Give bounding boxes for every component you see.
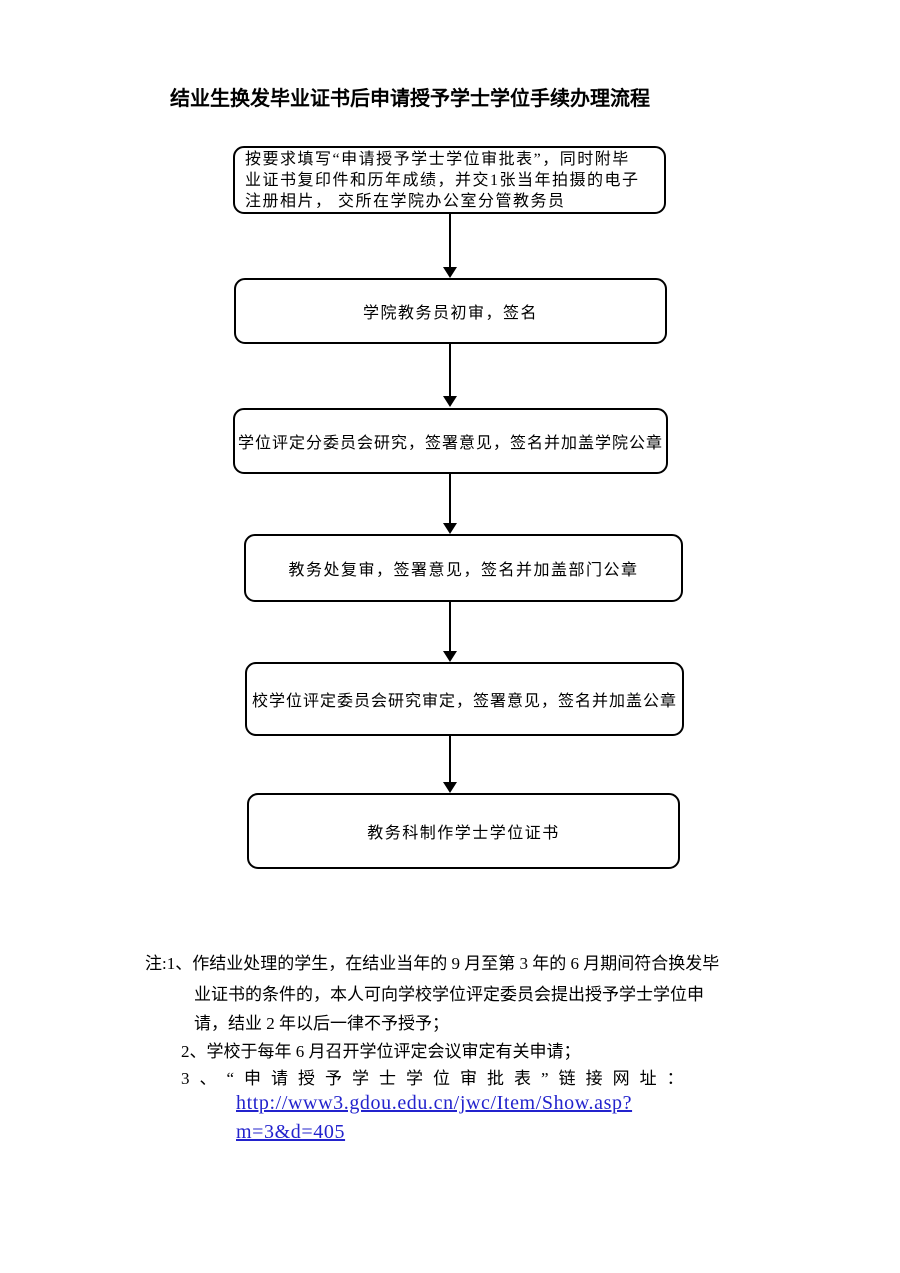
flow-step-college-staff-initial-review: 学院教务员初审，签名: [234, 278, 667, 344]
flow-step-certificate-production: 教务科制作学士学位证书: [247, 793, 680, 869]
note-line-2: 业证书的条件的，本人可向学校学位评定委员会提出授予学士学位申: [194, 985, 704, 1004]
flow-arrow-down-4: [443, 602, 457, 662]
approval-form-link-line-2[interactable]: m=3&d=405: [236, 1121, 346, 1143]
flow-step-text-line: 业证书复印件和历年成绩，并交1张当年拍摄的电子: [245, 171, 640, 189]
flow-arrow-down-3: [443, 474, 457, 534]
flow-arrow-down-2: [443, 344, 457, 407]
flow-step-text: 教务处复审，签署意见，签名并加盖部门公章: [288, 562, 639, 579]
flow-step-text-line: 按要求填写“申请授予学士学位审批表”，同时附毕: [245, 150, 630, 168]
flow-step-university-degree-committee: 校学位评定委员会研究审定，签署意见，签名并加盖公章: [245, 662, 684, 736]
flow-step-text: 教务科制作学士学位证书: [367, 825, 560, 842]
note-line-1: 注:1、作结业处理的学生，在结业当年的 9 月至第 3 年的 6 月期间符合换发…: [145, 954, 720, 973]
note-line-4: 2、学校于每年 6 月召开学位评定会议审定有关申请；: [181, 1042, 581, 1061]
note-line-5: 3、“申请授予学士学位审批表”链接网址：: [181, 1069, 694, 1088]
flow-arrow-down-5: [443, 736, 457, 793]
flow-step-academic-affairs-recheck: 教务处复审，签署意见，签名并加盖部门公章: [244, 534, 683, 602]
flow-step-fill-application-form: 按要求填写“申请授予学士学位审批表”，同时附毕 业证书复印件和历年成绩，并交1张…: [233, 146, 666, 214]
flow-step-degree-subcommittee-review: 学位评定分委员会研究，签署意见，签名并加盖学院公章: [233, 408, 668, 474]
flow-arrow-down-1: [443, 214, 457, 278]
page-title: 结业生换发毕业证书后申请授予学士学位手续办理流程: [170, 88, 650, 110]
flow-step-text: 学位评定分委员会研究，签署意见，签名并加盖学院公章: [237, 435, 663, 452]
flow-step-text: 学院教务员初审，签名: [362, 305, 538, 322]
flow-step-text: 校学位评定委员会研究审定，签署意见，签名并加盖公章: [251, 693, 677, 710]
note-line-3: 请，结业 2 年以后一律不予授予；: [194, 1014, 449, 1033]
approval-form-link-line-1[interactable]: http://www3.gdou.edu.cn/jwc/Item/Show.as…: [236, 1092, 633, 1114]
flow-step-text-line: 注册相片， 交所在学院办公室分管教务员: [245, 192, 566, 210]
